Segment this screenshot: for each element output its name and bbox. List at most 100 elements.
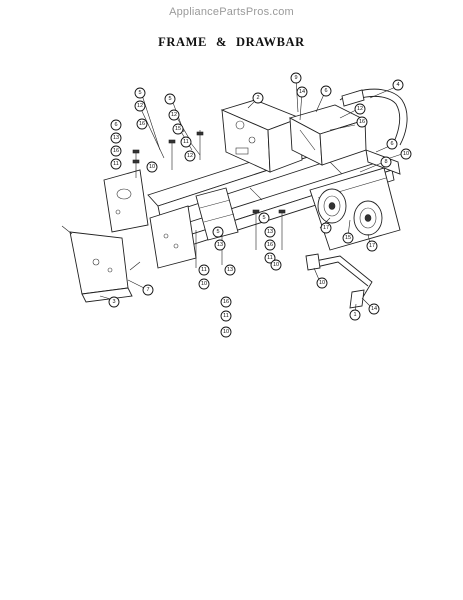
svg-text:11: 11 bbox=[267, 255, 273, 261]
callout: 10 bbox=[198, 278, 210, 290]
svg-text:12: 12 bbox=[187, 153, 193, 159]
svg-text:5: 5 bbox=[216, 229, 219, 235]
callout: 13 bbox=[110, 132, 122, 144]
svg-text:6: 6 bbox=[390, 141, 393, 147]
callout: 16 bbox=[264, 239, 276, 251]
callout: 15 bbox=[172, 123, 184, 135]
callout: 5 bbox=[212, 226, 224, 238]
svg-text:3: 3 bbox=[112, 299, 115, 305]
callout: 5 bbox=[134, 87, 146, 99]
svg-text:16: 16 bbox=[139, 121, 145, 127]
svg-text:2: 2 bbox=[256, 95, 259, 101]
callout: 12 bbox=[354, 103, 366, 115]
diagram-title: FRAME&DRAWBAR bbox=[0, 35, 463, 50]
svg-text:12: 12 bbox=[137, 103, 143, 109]
left-side-panels bbox=[69, 169, 197, 303]
svg-text:13: 13 bbox=[113, 135, 119, 141]
callout: 1 bbox=[349, 309, 361, 321]
callout: 15 bbox=[342, 232, 354, 244]
callout: 5 bbox=[258, 212, 270, 224]
svg-text:6: 6 bbox=[114, 122, 117, 128]
callout: 13 bbox=[214, 239, 226, 251]
callout: 12 bbox=[184, 150, 196, 162]
callout: 8 bbox=[380, 156, 392, 168]
callout: 4 bbox=[392, 79, 404, 91]
svg-text:6: 6 bbox=[324, 88, 327, 94]
callout: 11 bbox=[220, 310, 232, 322]
callout: 13 bbox=[264, 226, 276, 238]
svg-text:4: 4 bbox=[396, 82, 399, 88]
upper-side-panel bbox=[103, 169, 149, 233]
callout: 11 bbox=[180, 136, 192, 148]
callout: 16 bbox=[356, 116, 368, 128]
rear-housing bbox=[220, 99, 367, 173]
callout: 17 bbox=[366, 240, 378, 252]
callout: 9 bbox=[290, 72, 302, 84]
svg-text:7: 7 bbox=[146, 287, 149, 293]
svg-text:11: 11 bbox=[113, 161, 119, 167]
callout: 13 bbox=[224, 264, 236, 276]
svg-text:5: 5 bbox=[262, 215, 265, 221]
hardware bbox=[61, 130, 286, 271]
svg-text:5: 5 bbox=[168, 96, 171, 102]
callout: 2 bbox=[252, 92, 264, 104]
svg-text:10: 10 bbox=[201, 281, 207, 287]
callout: 10 bbox=[270, 259, 282, 271]
svg-text:11: 11 bbox=[183, 139, 189, 145]
svg-text:12: 12 bbox=[357, 106, 363, 112]
svg-text:13: 13 bbox=[217, 242, 223, 248]
svg-text:16: 16 bbox=[113, 148, 119, 154]
callout: 12 bbox=[134, 100, 146, 112]
callout: 10 bbox=[316, 277, 328, 289]
svg-text:11: 11 bbox=[223, 313, 229, 319]
callout: 6 bbox=[110, 119, 122, 131]
svg-text:16: 16 bbox=[223, 299, 229, 305]
callout: 10 bbox=[220, 326, 232, 338]
svg-text:17: 17 bbox=[369, 243, 375, 249]
callout: 16 bbox=[220, 296, 232, 308]
callout: 16 bbox=[136, 118, 148, 130]
front-cross-member bbox=[195, 187, 239, 241]
title-ampersand: & bbox=[216, 35, 228, 49]
callout: 14 bbox=[368, 303, 380, 315]
svg-text:14: 14 bbox=[299, 89, 305, 95]
svg-text:15: 15 bbox=[175, 126, 181, 132]
lower-side-panel bbox=[149, 205, 197, 269]
svg-text:10: 10 bbox=[273, 262, 279, 268]
callout: 7 bbox=[142, 284, 154, 296]
svg-text:10: 10 bbox=[223, 329, 229, 335]
svg-text:10: 10 bbox=[319, 280, 325, 286]
svg-text:11: 11 bbox=[201, 267, 207, 273]
title-drawbar: DRAWBAR bbox=[236, 35, 305, 49]
svg-text:14: 14 bbox=[371, 306, 377, 312]
svg-text:16: 16 bbox=[267, 242, 273, 248]
callout: 11 bbox=[110, 158, 122, 170]
svg-text:15: 15 bbox=[345, 235, 351, 241]
svg-text:8: 8 bbox=[384, 159, 387, 165]
callout: 3 bbox=[108, 296, 120, 308]
callout: 16 bbox=[110, 145, 122, 157]
svg-text:10: 10 bbox=[149, 164, 155, 170]
svg-text:5: 5 bbox=[138, 90, 141, 96]
callout: 10 bbox=[146, 161, 158, 173]
drawbar-handle bbox=[339, 88, 408, 146]
idler-arm bbox=[305, 253, 373, 309]
callout: 11 bbox=[264, 252, 276, 264]
callouts: 5 12 5 12 15 11 16 6 13 16 11 10 9 14 6 … bbox=[108, 72, 412, 338]
svg-text:12: 12 bbox=[171, 112, 177, 118]
title-frame: FRAME bbox=[158, 35, 207, 49]
svg-text:17: 17 bbox=[323, 225, 329, 231]
svg-text:9: 9 bbox=[294, 75, 297, 81]
callout: 10 bbox=[400, 148, 412, 160]
callout: 14 bbox=[296, 86, 308, 98]
callout: 6 bbox=[320, 85, 332, 97]
callout: 11 bbox=[198, 264, 210, 276]
svg-text:13: 13 bbox=[267, 229, 273, 235]
svg-text:13: 13 bbox=[227, 267, 233, 273]
callout: 6 bbox=[386, 138, 398, 150]
callout: 12 bbox=[168, 109, 180, 121]
callout: 17 bbox=[320, 222, 332, 234]
svg-text:1: 1 bbox=[353, 312, 356, 318]
drawbar-grip bbox=[341, 89, 365, 107]
